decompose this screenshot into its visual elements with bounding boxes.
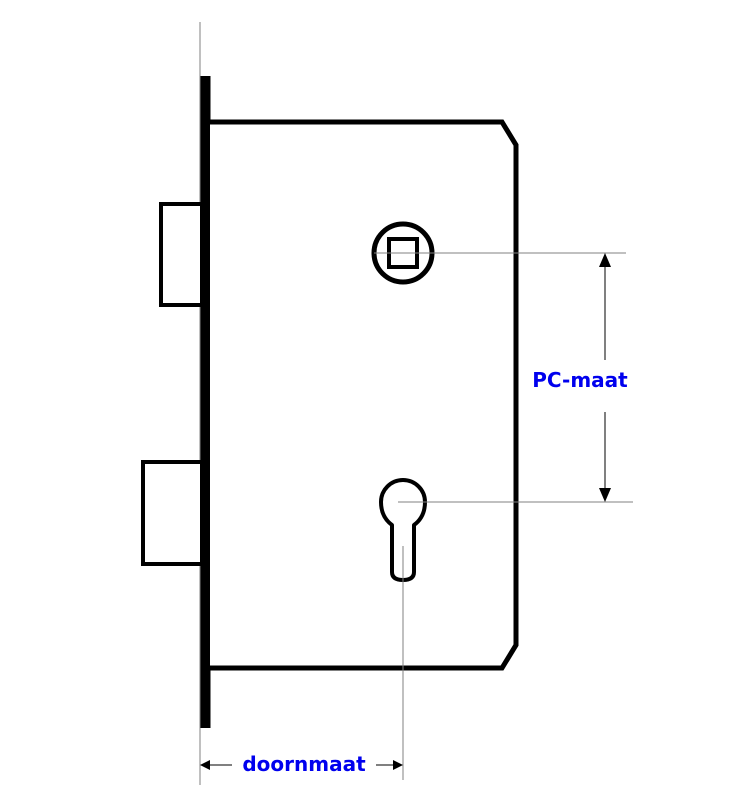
dead-bolt — [141, 460, 204, 566]
doornmaat-label: doornmaat — [242, 752, 366, 776]
lock-case — [210, 119, 519, 671]
pc-maat-label: PC-maat — [532, 368, 628, 392]
faceplate — [200, 76, 211, 728]
latch-bolt — [159, 202, 204, 307]
pc-dimension-arrow — [599, 253, 611, 502]
doornmaat-dimension-arrow — [200, 760, 403, 770]
